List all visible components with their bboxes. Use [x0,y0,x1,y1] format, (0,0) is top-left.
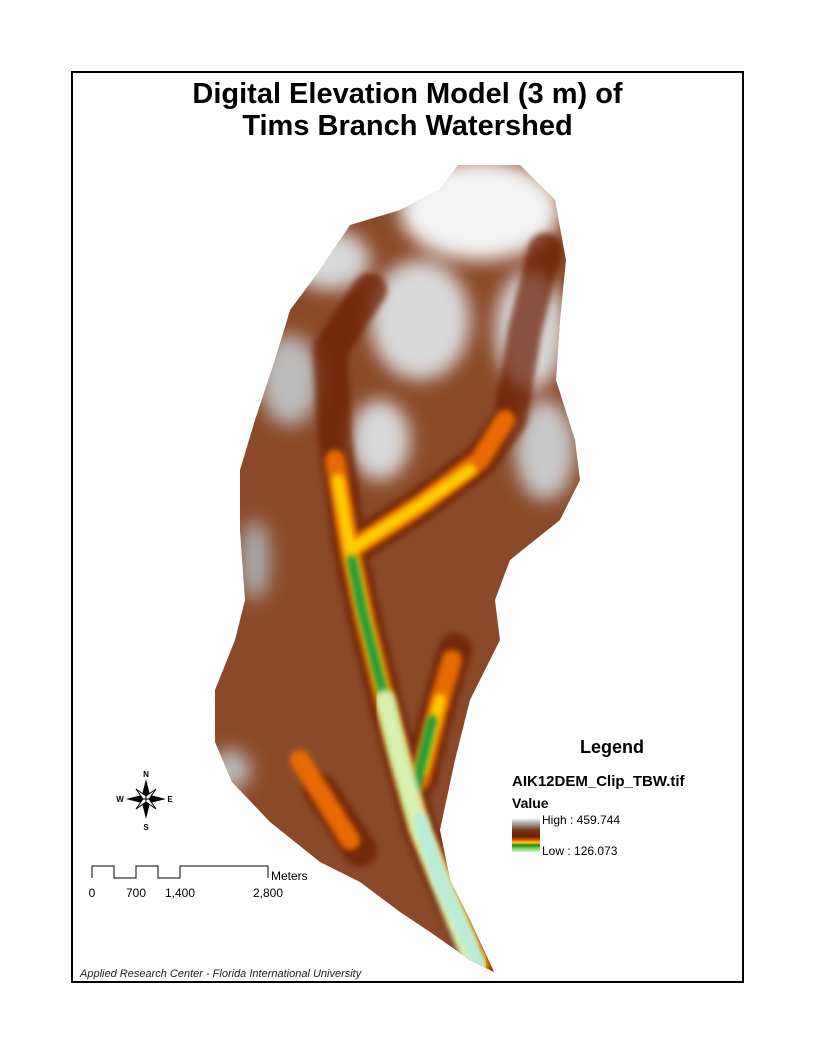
scale-tick-2800: 2,800 [253,886,283,900]
neatline-frame [71,71,744,983]
title-line-2: Tims Branch Watershed [242,110,573,142]
legend-title: Legend [580,737,645,757]
north-arrow [126,779,166,819]
north-label: N [143,770,149,779]
stream-network [290,233,562,972]
east-label: E [167,795,173,804]
scale-unit: Meters [271,869,308,883]
west-label: W [116,795,124,804]
south-label: S [143,823,149,832]
legend-layer-name: AIK12DEM_Clip_TBW.tif [512,773,685,790]
watershed-raster [215,165,580,972]
legend-field: Value [512,795,549,811]
scale-tick-1400: 1,400 [165,886,195,900]
map-title: Digital Elevation Model (3 m) of Tims Br… [71,78,744,142]
legend-low-label: Low : 126.073 [542,844,618,858]
scale-tick-0: 0 [89,886,96,900]
title-line-1: Digital Elevation Model (3 m) of [192,78,623,110]
scale-tick-700: 700 [126,886,146,900]
credit-text: Applied Research Center - Florida Intern… [80,968,362,980]
scale-bar [91,865,269,879]
legend-high-label: High : 459.744 [542,813,621,827]
legend-color-ramp [512,818,540,852]
